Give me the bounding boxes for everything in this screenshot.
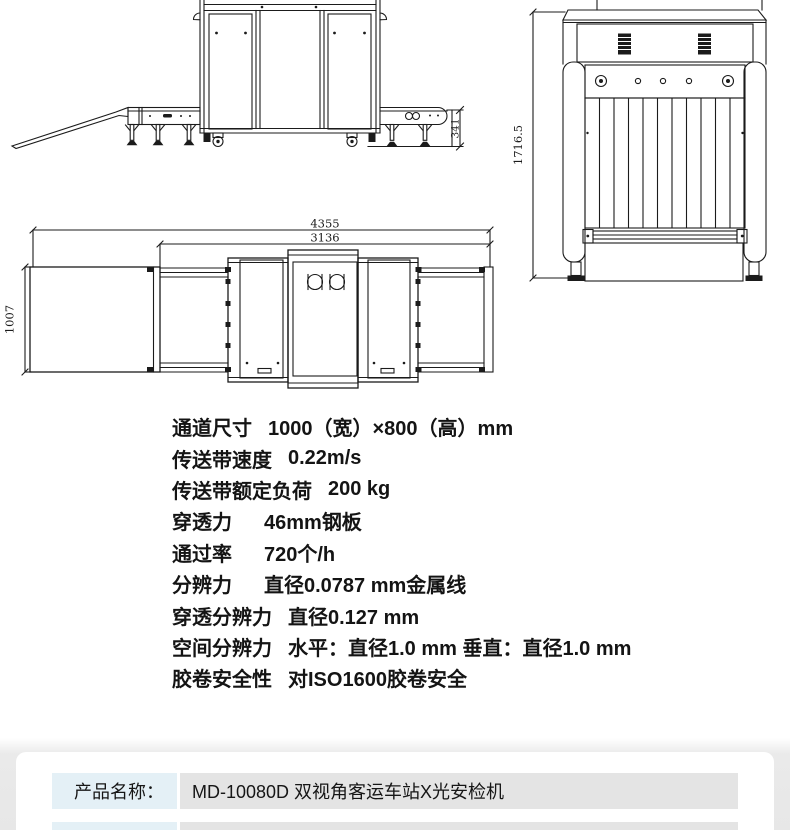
spec-label: 穿透分辨力 [172, 606, 272, 629]
lead-curtain [584, 97, 746, 229]
spec-label: 通过率 [172, 543, 232, 566]
loading-ramp [10, 106, 129, 150]
spec-row-penetration-resolution: 穿透分辨力 直径0.127 mm [172, 599, 631, 630]
entry-rollers [159, 267, 229, 373]
conveyor-legs [124, 123, 433, 141]
top-view-drawing: 4355 3136 1007 [3, 217, 494, 389]
dim-label-4355: 4355 [310, 217, 339, 231]
side-column-left [562, 61, 586, 263]
front-view-drawing: 1716.5 [511, 0, 768, 282]
spec-label: 传送带速度 [172, 449, 272, 472]
door-panel-left [208, 13, 253, 130]
dimension-4355-lines [29, 226, 494, 268]
entry-table [29, 266, 161, 373]
side-view-drawing: 341 [10, 0, 465, 151]
dimension-341-lines [367, 105, 465, 151]
spec-value: 水平：直径1.0 mm 垂直：直径1.0 mm [288, 637, 632, 660]
generator-ports [306, 273, 346, 291]
exit-end-bar [483, 266, 494, 373]
dimension-1716-lines [529, 8, 581, 282]
spec-value: 200 kg [328, 477, 391, 500]
spec-row-channel-size: 通道尺寸 1000（宽）×800（高）mm [172, 411, 631, 442]
vent-left [618, 33, 631, 55]
exit-rollers [417, 267, 485, 373]
table-row-next [52, 822, 738, 830]
dim-label-1007: 1007 [3, 305, 17, 334]
scanner-body [227, 249, 419, 389]
spec-row-resolution: 分辨力 直径0.0787 mm金属线 [172, 568, 631, 599]
dim-label-341: 341 [450, 118, 462, 138]
spec-value: 对ISO1600胶卷安全 [288, 669, 467, 692]
product-info-table: 产品名称： MD-10080D 双视角客运车站X光安检机 [52, 773, 738, 830]
upper-vent-panel [576, 23, 754, 63]
top-door-left [239, 259, 284, 379]
spec-label: 胶卷安全性 [172, 669, 272, 692]
spec-value: 1000（宽）×800（高）mm [268, 418, 514, 441]
spec-row-film-safety: 胶卷安全性 对ISO1600胶卷安全 [172, 662, 631, 693]
lower-panel [584, 242, 744, 282]
vent-right [698, 33, 711, 55]
lifting-hook-left [192, 12, 201, 21]
indicator-lamp-left [594, 74, 608, 88]
product-name-value-cell: MD-10080D 双视角客运车站X光安检机 [180, 773, 738, 809]
spec-value: 0.22m/s [288, 446, 362, 469]
spec-row-belt-speed: 传送带速度 0.22m/s [172, 442, 631, 473]
casters [212, 132, 358, 148]
door-panel-right [327, 13, 372, 130]
right-conveyor [379, 106, 448, 126]
spec-row-penetration: 穿透力 46mm钢板 [172, 505, 631, 536]
spec-row-belt-load: 传送带额定负荷 200 kg [172, 474, 631, 505]
top-door-right [367, 259, 411, 379]
spec-label: 空间分辨力 [172, 637, 272, 660]
product-name-label-cell: 产品名称： [52, 773, 177, 809]
spec-row-spatial-resolution: 空间分辨力 水平：直径1.0 mm 垂直：直径1.0 mm [172, 631, 631, 662]
spec-value: 720个/h [264, 543, 336, 566]
dim-label-3136: 3136 [310, 231, 339, 245]
machine-body [192, 0, 388, 134]
spec-value: 直径0.127 mm [288, 606, 420, 629]
product-info-card: 产品名称： MD-10080D 双视角客运车站X光安检机 [16, 752, 774, 830]
next-row-label-cell [52, 822, 177, 830]
indicator-lamp-right [721, 74, 735, 88]
conveyor-lip [582, 228, 748, 244]
roof-slab [562, 9, 768, 21]
spec-row-throughput: 通过率 720个/h [172, 537, 631, 568]
spec-label: 通道尺寸 [172, 418, 252, 441]
top-door-center [292, 261, 358, 377]
next-row-value-cell [180, 822, 738, 830]
table-row-product-name: 产品名称： MD-10080D 双视角客运车站X光安检机 [52, 773, 738, 809]
dim-label-1716-5: 1716.5 [511, 125, 525, 165]
foot-right [748, 261, 760, 277]
spec-label: 传送带额定负荷 [172, 480, 312, 503]
spec-label: 分辨力 [172, 575, 232, 598]
spec-list: 通道尺寸 1000（宽）×800（高）mm 传送带速度 0.22m/s 传送带额… [172, 411, 631, 694]
spec-label: 穿透力 [172, 512, 232, 535]
spec-value: 46mm钢板 [264, 512, 362, 535]
spec-value: 直径0.0787 mm金属线 [264, 575, 467, 598]
lifting-hook-right [379, 12, 388, 21]
dimension-3136-lines [156, 240, 494, 273]
foot-left [570, 261, 582, 277]
